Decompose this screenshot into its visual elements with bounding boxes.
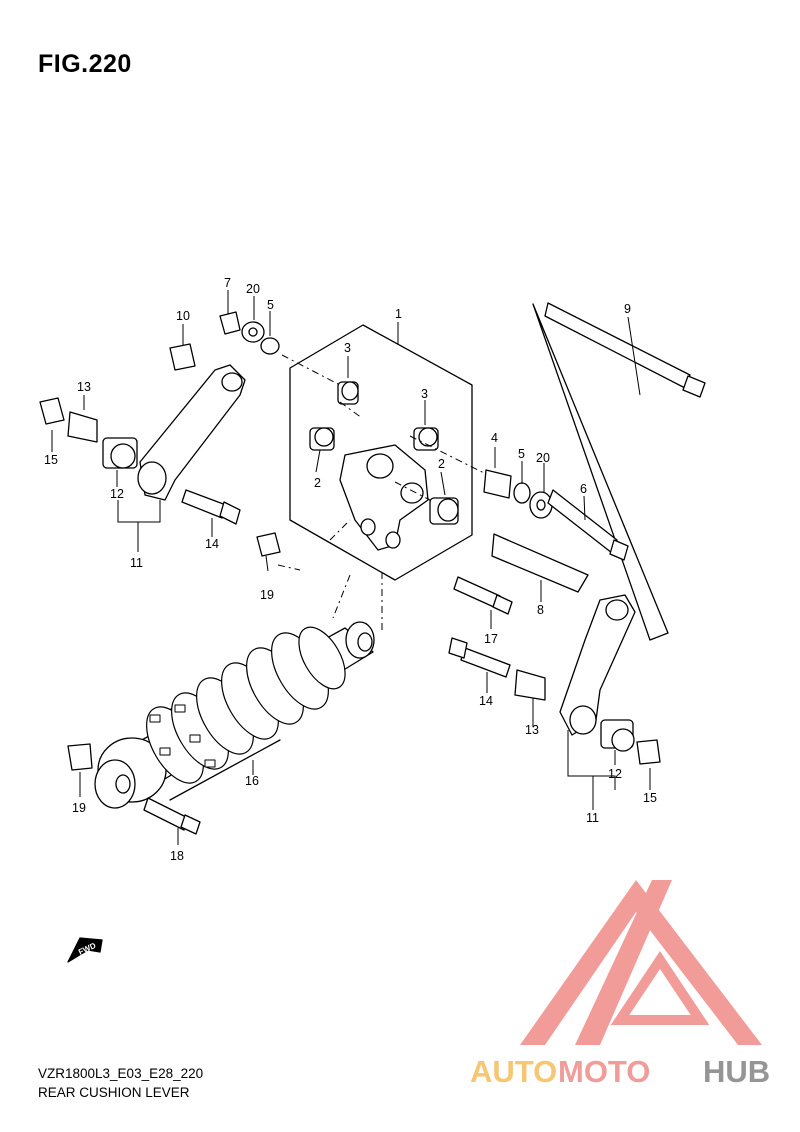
callout-13b: 13	[525, 723, 539, 737]
callout-13a: 13	[77, 380, 91, 394]
callout-20b: 20	[536, 451, 550, 465]
callout-15b: 15	[643, 791, 657, 805]
fwd-arrow	[67, 937, 103, 963]
automotohub-logo: AUTO MOTO HUB	[470, 880, 770, 1089]
callout-5a: 5	[267, 298, 274, 312]
cushion-lever	[339, 444, 429, 551]
part-callouts: 1 2 2 3 3 4 5 5 6 7 8 9 10 11 11 12 12 1…	[44, 276, 657, 863]
callout-14b: 14	[479, 694, 493, 708]
callout-6: 6	[580, 482, 587, 496]
callout-11a: 11	[130, 556, 143, 570]
rear-shock-absorber	[94, 621, 375, 809]
callout-5b: 5	[518, 447, 525, 461]
callout-12a: 12	[110, 487, 124, 501]
callout-9: 9	[624, 302, 631, 316]
callout-18: 18	[170, 849, 184, 863]
callout-3a: 3	[344, 341, 351, 355]
callout-11b: 11	[586, 811, 599, 825]
assembly-guide-lines	[277, 354, 487, 630]
callout-12b: 12	[608, 767, 622, 781]
callout-leaders	[51, 290, 651, 845]
logo-auto-text: AUTO	[470, 1054, 557, 1089]
logo-hub-text: HUB	[703, 1054, 770, 1089]
assembly-outline-1	[289, 324, 473, 581]
collars-and-spacer	[67, 411, 589, 701]
callout-17: 17	[484, 632, 498, 646]
callout-3b: 3	[421, 387, 428, 401]
figure-title: FIG.220	[38, 50, 132, 78]
cushion-rod-right	[559, 594, 636, 736]
needle-bearings	[102, 381, 635, 752]
callout-10: 10	[176, 309, 190, 323]
logo-moto-text: MOTO	[558, 1054, 650, 1089]
callout-2b: 2	[438, 457, 445, 471]
callout-4: 4	[491, 431, 498, 445]
callout-14a: 14	[205, 537, 219, 551]
bolts	[143, 302, 706, 835]
callout-7: 7	[224, 276, 231, 290]
callout-16: 16	[245, 774, 259, 788]
callout-1: 1	[395, 307, 402, 321]
callout-2a: 2	[314, 476, 321, 490]
callout-19b: 19	[72, 801, 86, 815]
cushion-rod-left	[137, 364, 246, 501]
figure-name: REAR CUSHION LEVER	[38, 1085, 190, 1100]
callout-15a: 15	[44, 453, 58, 467]
callout-8: 8	[537, 603, 544, 617]
callout-20a: 20	[246, 282, 260, 296]
callout-19a: 19	[260, 588, 274, 602]
washers-and-nuts	[39, 311, 661, 771]
model-code: VZR1800L3_E03_E28_220	[38, 1066, 204, 1081]
assembly-outline-9	[532, 303, 669, 641]
